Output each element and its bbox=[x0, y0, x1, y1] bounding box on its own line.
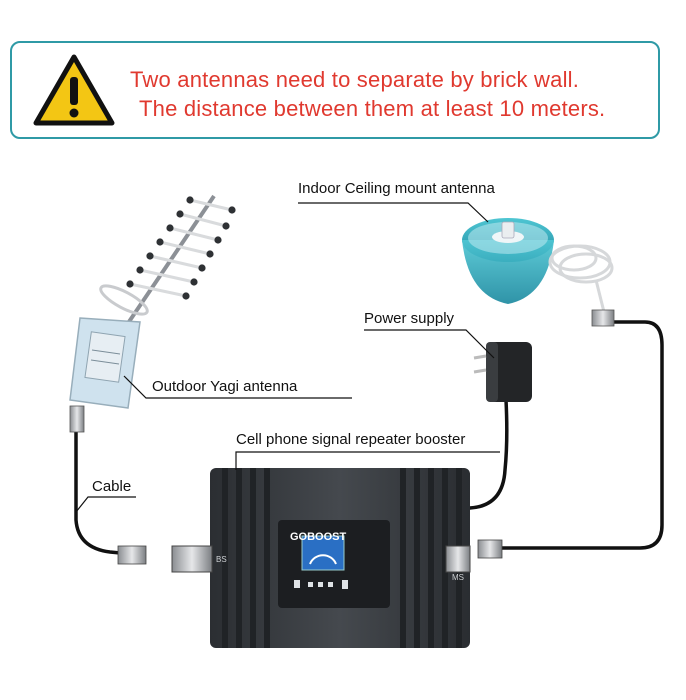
label-cable: Cable bbox=[92, 478, 131, 495]
callout-lines bbox=[75, 202, 500, 513]
warning-text: Two antennas need to separate by brick w… bbox=[130, 65, 660, 123]
warning-line-2: The distance between them at least 10 me… bbox=[139, 96, 606, 121]
warning-triangle-icon bbox=[33, 54, 115, 126]
label-outdoor-antenna: Outdoor Yagi antenna bbox=[152, 378, 298, 395]
cable-lines bbox=[74, 320, 664, 556]
label-power-supply: Power supply bbox=[364, 310, 455, 327]
warning-box: Two antennas need to separate by brick w… bbox=[10, 41, 660, 139]
warning-line-1: Two antennas need to separate by brick w… bbox=[130, 67, 580, 92]
port-label-ms: MS bbox=[452, 573, 464, 582]
booster-device bbox=[117, 468, 503, 648]
port-label-bs: BS bbox=[216, 555, 227, 564]
ceiling-antenna bbox=[462, 218, 615, 327]
brand-label: GOBOOST bbox=[290, 531, 347, 543]
label-indoor-antenna: Indoor Ceiling mount antenna bbox=[298, 180, 495, 197]
label-booster: Cell phone signal repeater booster bbox=[236, 431, 465, 448]
yagi-antenna bbox=[69, 194, 236, 433]
